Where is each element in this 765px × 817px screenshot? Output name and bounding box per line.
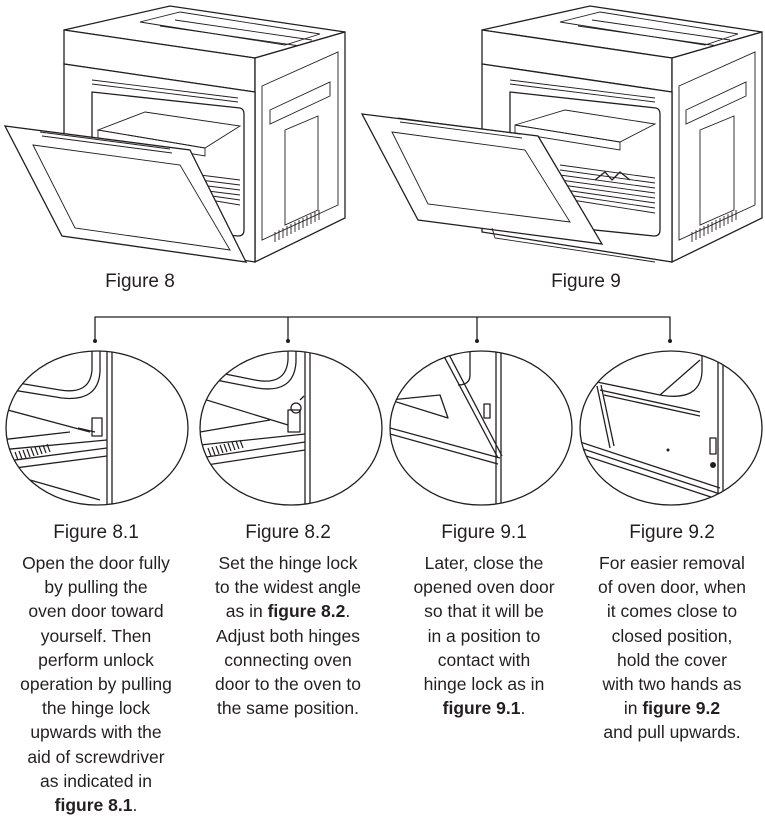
- instruction-line: the same position.: [216, 698, 360, 719]
- door-screw: [710, 462, 716, 468]
- instruction-line: contact with: [437, 649, 531, 670]
- instruction-line: oven door toward: [28, 601, 164, 622]
- step-title: Figure 8.2: [245, 522, 331, 543]
- instruction-line: by pulling the: [44, 577, 148, 598]
- connector-dot: [93, 339, 97, 343]
- step-figure-9-1: Figure 9.1 Later, close the opened oven …: [394, 521, 574, 720]
- figure-reference: figure 8.1: [54, 795, 133, 816]
- instruction-line: to the widest angle: [215, 577, 361, 598]
- vent-slots: [207, 439, 244, 457]
- door-vent-slots: [39, 131, 173, 154]
- instruction-line: and pull upwards.: [603, 722, 741, 743]
- door-screw: [666, 448, 670, 452]
- instruction-line: hold the cover: [617, 649, 727, 670]
- instruction-line: in: [623, 698, 643, 719]
- connector-dot: [475, 339, 479, 343]
- connector-line: [94, 316, 671, 340]
- instruction-line: of oven door, when: [598, 577, 746, 598]
- step-instructions: Later, close the opened oven door so tha…: [394, 551, 574, 720]
- instruction-line: operation by pulling: [20, 674, 172, 695]
- side-vent-slots: [274, 210, 320, 242]
- instruction-line: Open the door fully: [22, 553, 170, 573]
- top-vent-slots: [91, 79, 239, 103]
- instruction-line: upwards with the: [30, 722, 162, 743]
- instruction-line: as in: [225, 601, 268, 622]
- instruction-line: connecting oven: [224, 649, 352, 670]
- hinge-lock: [91, 417, 103, 437]
- instruction-line: the hinge lock: [42, 698, 150, 719]
- step-title: Figure 9.2: [629, 522, 715, 543]
- door-cover-latch: [709, 437, 717, 455]
- instruction-line: door to the oven to: [215, 674, 361, 695]
- oven-open-door-drawing: [3, 5, 346, 264]
- door-vent-slots: [397, 117, 523, 139]
- instruction-line: Adjust both hinges: [216, 625, 360, 646]
- figure-9-caption: Figure 9: [551, 271, 621, 292]
- instruction-line: with two hands as: [602, 674, 742, 695]
- instruction-line: perform unlock: [38, 649, 154, 670]
- oven-half-closed-door-drawing: [360, 5, 763, 264]
- step-instructions: Open the door fully by pulling the oven …: [0, 551, 192, 817]
- figure-reference: figure 8.2: [267, 601, 346, 622]
- instruction-line: For easier removal: [599, 553, 745, 573]
- instruction-line: Set the hinge lock: [218, 553, 358, 573]
- hinge-lock: [483, 403, 491, 419]
- instruction-line: as indicated in: [40, 770, 152, 791]
- instruction-line: opened oven door: [413, 577, 555, 598]
- step-figure-8-1: Figure 8.1 Open the door fully by pullin…: [0, 521, 192, 817]
- step-instructions: Set the hinge lock to the widest angle a…: [196, 551, 380, 720]
- detail-figure-9-1: [389, 350, 573, 506]
- instruction-line: yourself. Then: [40, 625, 152, 646]
- detail-figure-8-2: [199, 350, 383, 506]
- punctuation: .: [132, 795, 138, 816]
- instruction-line: aid of screwdriver: [27, 746, 165, 767]
- oven-rack-lines: [559, 164, 656, 214]
- connector-dot: [668, 339, 672, 343]
- figure-reference: figure 9.2: [642, 698, 721, 719]
- instruction-line: closed position,: [611, 625, 733, 646]
- hinge-lock: [287, 409, 301, 433]
- top-vent-slots: [509, 79, 656, 103]
- instruction-line: hinge lock as in: [423, 674, 545, 695]
- step-title: Figure 9.1: [441, 522, 527, 543]
- step-figure-9-2: Figure 9.2 For easier removal of oven do…: [580, 521, 764, 745]
- side-vent-slots: [691, 210, 737, 242]
- punctuation: .: [345, 601, 351, 622]
- punctuation: .: [520, 698, 526, 719]
- detail-figure-8-1: [5, 350, 189, 506]
- figure-8-caption: Figure 8: [105, 271, 175, 292]
- instruction-line: Later, close the: [424, 553, 544, 573]
- detail-figure-9-2: [579, 350, 763, 506]
- step-title: Figure 8.1: [53, 522, 139, 543]
- instruction-line: in a position to: [427, 625, 541, 646]
- connector-dot: [286, 339, 290, 343]
- figure-reference: figure 9.1: [442, 698, 521, 719]
- step-instructions: For easier removal of oven door, when it…: [580, 551, 764, 745]
- step-figure-8-2: Figure 8.2 Set the hinge lock to the wid…: [196, 521, 380, 720]
- instruction-line: it comes close to: [606, 601, 738, 622]
- instruction-line: so that it will be: [424, 601, 544, 622]
- vent-slots: [14, 443, 51, 461]
